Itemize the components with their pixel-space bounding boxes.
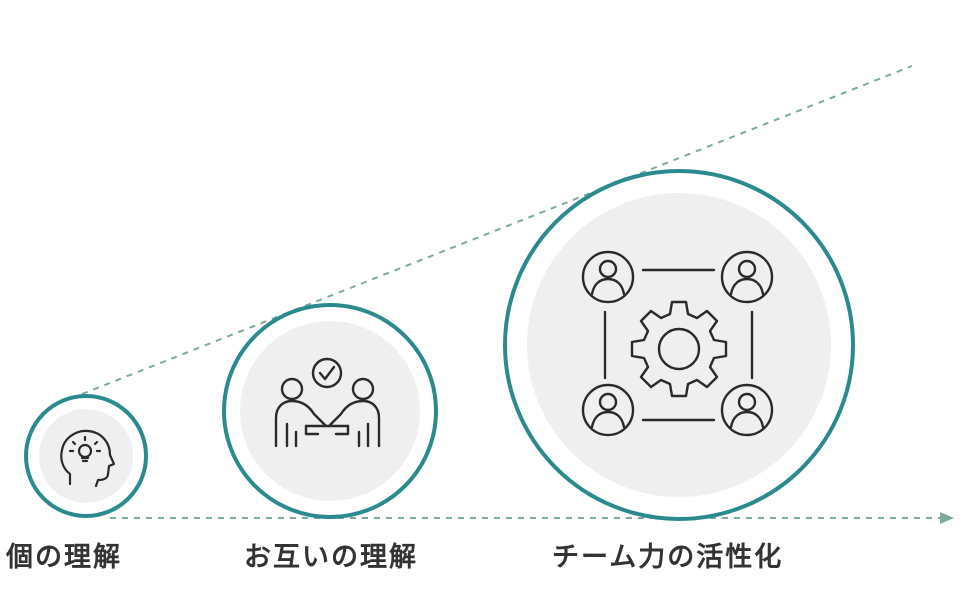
- stage-2-label: お互いの理解: [244, 542, 418, 573]
- stage-3-circle: [503, 169, 855, 521]
- person-icon: [720, 250, 774, 304]
- stage-2-circle: [222, 303, 438, 519]
- person-icon: [720, 383, 774, 437]
- stage-3-label: チーム力の活性化: [552, 542, 784, 573]
- stage-1-label: 個の理解: [6, 542, 122, 573]
- people-handshake-check-icon: [274, 357, 381, 448]
- head-lightbulb-icon: [60, 429, 116, 488]
- trend-dashed-line: [81, 65, 913, 395]
- gear-icon: [630, 300, 728, 398]
- arrow-head-icon: [940, 512, 954, 524]
- person-icon: [581, 250, 635, 304]
- team-gear-network-icon: [581, 250, 774, 437]
- stage-1-circle: [24, 394, 148, 518]
- person-icon: [581, 383, 635, 437]
